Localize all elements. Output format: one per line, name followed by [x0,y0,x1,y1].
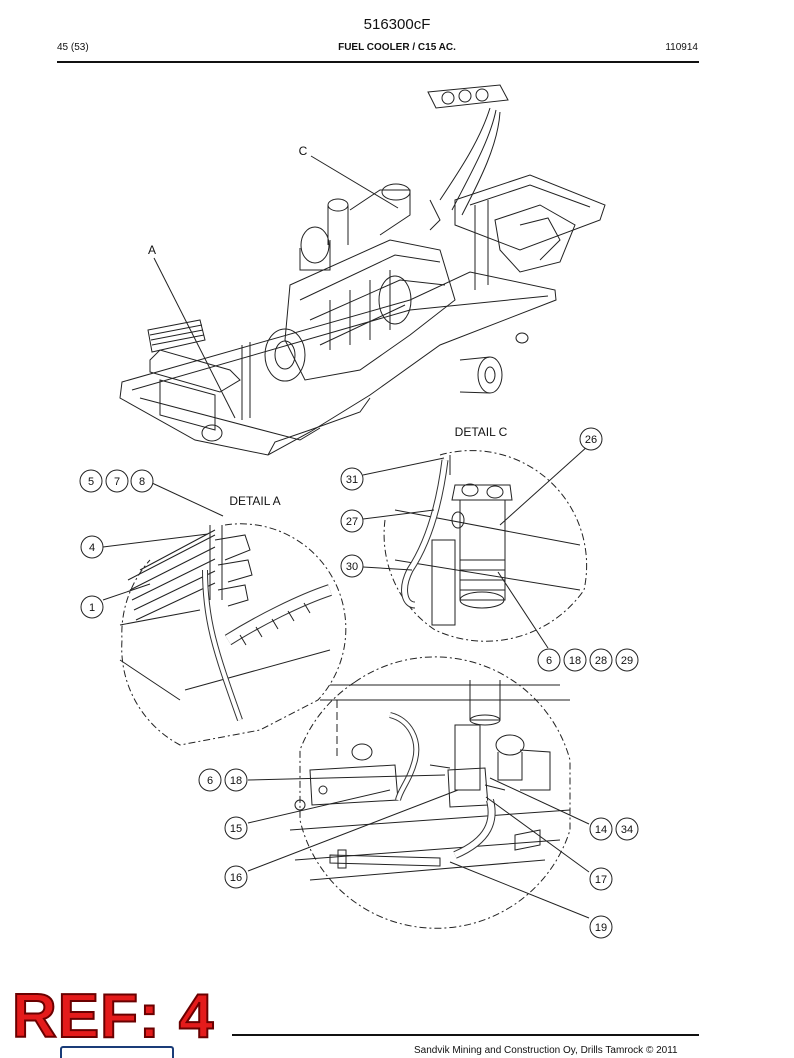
callout-6: 6 [546,655,552,667]
document-date: 110914 [665,42,698,53]
detail-fuel-cooler-mount [289,656,571,929]
callout-leaders [102,445,590,919]
callout-27: 27 [346,516,358,528]
callout-29: 29 [621,655,633,667]
callout-16: 16 [230,872,242,884]
page-title: FUEL COOLER / C15 AC. [338,42,456,53]
callout-8: 8 [139,476,145,488]
footer-rule [232,1034,699,1036]
view-a-leader [153,257,236,419]
reference-badge: REF: 4 [11,982,215,1051]
page-indicator: 45 (53) [57,42,89,53]
callout-34: 34 [621,824,633,836]
callout-14: 14 [595,824,607,836]
view-label-c: C [299,144,308,158]
callout-1: 1 [89,602,95,614]
callout-15: 15 [230,823,242,835]
view-c-leader [310,155,399,209]
copyright-notice: Sandvik Mining and Construction Oy, Dril… [414,1045,678,1056]
detail-a [119,523,347,746]
detail-a-title: DETAIL A [229,494,280,508]
callout-4: 4 [89,542,95,554]
callout-balloons [79,427,639,939]
document-number: 516300cF [363,16,431,33]
callout-31: 31 [346,474,358,486]
callout-6-lower: 6 [207,775,213,787]
callout-19: 19 [595,922,607,934]
callout-7: 7 [114,476,120,488]
callout-17: 17 [595,874,607,886]
callout-26: 26 [585,434,597,446]
callout-30: 30 [346,561,358,573]
view-label-a: A [148,243,156,257]
sandvik-logo [60,1046,174,1058]
callout-18-lower: 18 [230,775,242,787]
callout-5: 5 [88,476,94,488]
callout-28: 28 [595,655,607,667]
detail-c-title: DETAIL C [455,425,508,439]
detail-c [383,450,588,642]
machine-overview [119,84,606,456]
header-rule [57,61,699,63]
callout-18: 18 [569,655,581,667]
